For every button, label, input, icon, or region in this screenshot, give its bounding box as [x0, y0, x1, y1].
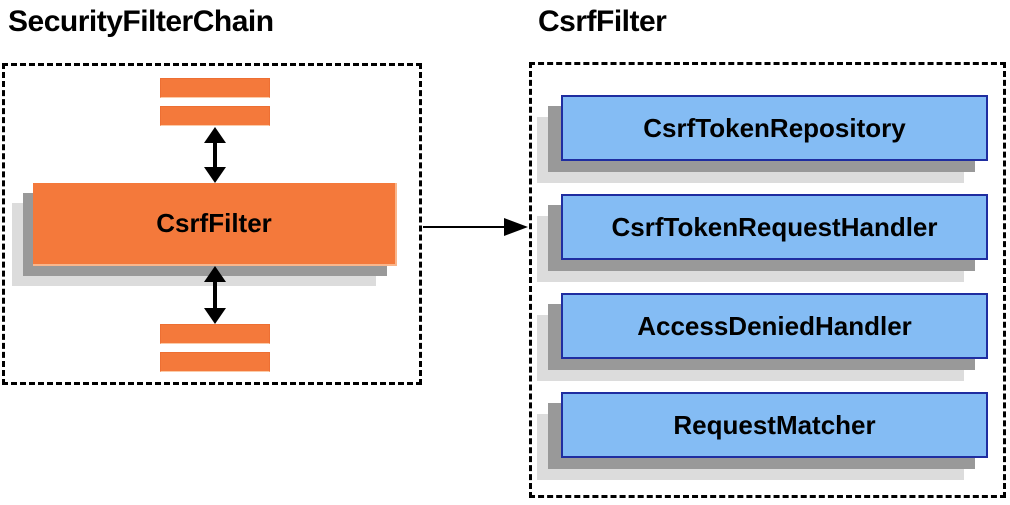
csrf-filter-node: CsrfFilter [33, 183, 397, 266]
filter-chain-segment-bar [160, 106, 270, 126]
component-label: CsrfTokenRepository [643, 112, 906, 143]
arrow-line [213, 138, 217, 172]
component-box: AccessDeniedHandler [561, 293, 988, 359]
left-panel-title: SecurityFilterChain [8, 5, 274, 38]
right-panel-title: CsrfFilter [538, 5, 667, 38]
bidirectional-arrow-icon [204, 266, 226, 324]
component-box: CsrfTokenRepository [561, 95, 988, 161]
arrow-line [423, 226, 510, 228]
right-arrow-icon [423, 218, 528, 236]
component-label: RequestMatcher [673, 409, 876, 440]
filter-chain-segment-bar [160, 352, 270, 372]
csrf-filter-node-label: CsrfFilter [156, 208, 272, 238]
filter-chain-segment-bar [160, 324, 270, 344]
bidirectional-arrow-icon [204, 127, 226, 183]
csrf-filter-detail-box [529, 62, 1006, 498]
filter-chain-segment-bar [160, 78, 270, 98]
component-box: CsrfTokenRequestHandler [561, 194, 988, 260]
component-label: CsrfTokenRequestHandler [611, 211, 938, 242]
security-filter-chain-box [2, 63, 422, 385]
arrow-line [213, 277, 217, 313]
component-box: RequestMatcher [561, 392, 988, 458]
component-label: AccessDeniedHandler [637, 310, 912, 341]
